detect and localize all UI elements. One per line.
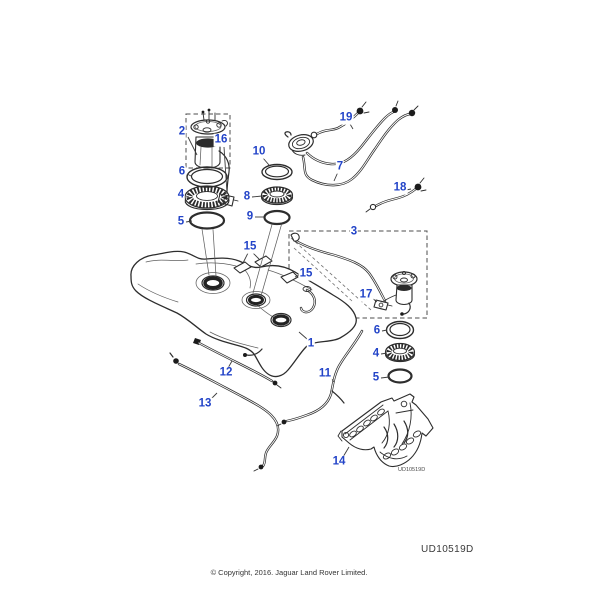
callout-10[interactable]: 10 <box>251 145 267 159</box>
leader-line-8 <box>251 195 263 198</box>
callout-15-a[interactable]: 15 <box>242 240 258 254</box>
seal-ring-stack-right <box>384 320 416 384</box>
leader-lines <box>185 123 412 458</box>
callout-18[interactable]: 18 <box>392 181 408 195</box>
callout-6-left[interactable]: 6 <box>177 165 187 179</box>
callout-9[interactable]: 9 <box>245 210 255 224</box>
sender-alignment-dash-1 <box>290 237 372 311</box>
leader-line-2 <box>187 136 198 156</box>
leader-line-7 <box>333 171 339 182</box>
filler-vent-pipe-drawing <box>284 100 419 187</box>
callout-14[interactable]: 14 <box>331 455 347 469</box>
callout-19[interactable]: 19 <box>338 111 354 125</box>
callout-4-right[interactable]: 4 <box>371 347 381 361</box>
callout-2[interactable]: 2 <box>177 125 187 139</box>
leader-line-6-right <box>381 329 388 332</box>
callout-8[interactable]: 8 <box>242 190 252 204</box>
callout-17[interactable]: 17 <box>358 288 374 302</box>
leader-line-5-right <box>380 376 390 379</box>
leader-line-14 <box>342 446 350 458</box>
leader-line-15-a <box>252 252 260 260</box>
leader-line-6-left <box>186 173 192 177</box>
leader-line-4-right <box>380 352 388 355</box>
sender-alignment-dash-2 <box>293 247 353 302</box>
diagram-code: UD10519D <box>421 544 474 555</box>
leader-line-1 <box>298 331 308 340</box>
callout-1[interactable]: 1 <box>306 337 316 351</box>
leader-line-16 <box>223 146 228 194</box>
leader-line-15-a <box>242 252 249 264</box>
skid-plate-drawing <box>337 393 434 468</box>
leader-line-5-left <box>185 220 193 223</box>
leader-line-15-b <box>294 274 300 278</box>
leader-line-19 <box>349 123 354 130</box>
seal-ring-stack-center <box>252 163 294 297</box>
copyright-text: © Copyright, 2016. Jaguar Land Rover Lim… <box>210 568 368 577</box>
callout-4-left[interactable]: 4 <box>176 188 186 202</box>
leader-line-10 <box>262 157 270 166</box>
seal-ring-stack-left <box>184 166 230 277</box>
leader-line-4-left <box>185 195 190 198</box>
callout-13[interactable]: 13 <box>197 397 213 411</box>
callout-15-b[interactable]: 15 <box>298 267 314 281</box>
callout-5-right[interactable]: 5 <box>371 371 381 385</box>
callout-7[interactable]: 7 <box>335 160 345 174</box>
callout-11[interactable]: 11 <box>317 367 333 381</box>
fuel-pipe-11-drawing <box>276 329 364 427</box>
callout-16[interactable]: 16 <box>213 133 229 147</box>
callout-6-right[interactable]: 6 <box>372 324 382 338</box>
vent-hose-18-drawing <box>365 177 427 213</box>
callout-12[interactable]: 12 <box>218 366 234 380</box>
fuel-sender-unit-drawing <box>290 232 418 316</box>
fuel-tank-drawing <box>130 250 357 378</box>
callout-5-left[interactable]: 5 <box>176 215 186 229</box>
fuel-pipe-12-drawing <box>193 338 282 389</box>
fuel-pipe-13-drawing <box>169 352 280 472</box>
mounting-pads-drawing <box>233 255 299 284</box>
callout-3[interactable]: 3 <box>349 225 359 239</box>
diagram-code-watermark: UD10519D <box>398 467 426 473</box>
